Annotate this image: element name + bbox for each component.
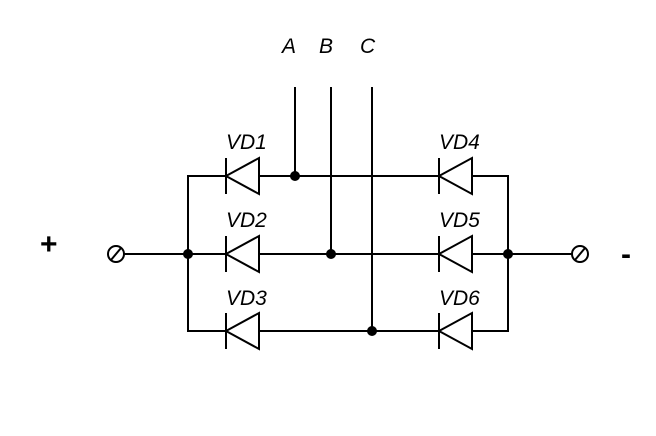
phase-c-label: C [360,35,376,58]
diode-vd3 [223,311,260,351]
phase-b-label: B [319,35,333,58]
negative-sign: - [621,238,631,271]
phase-a-label: A [280,35,296,58]
vd2-label: VD2 [226,209,267,232]
junction-node-c [367,326,377,336]
diode-vd2 [223,234,260,274]
diode-vd5 [436,234,473,274]
vd1-label: VD1 [226,131,267,154]
positive-terminal [107,245,125,263]
vd3-label: VD3 [226,287,267,310]
junction-node-left [183,249,193,259]
vd6-label: VD6 [439,287,480,310]
positive-sign: + [40,228,58,261]
diode-vd1 [223,156,260,196]
junction-node-a [290,171,300,181]
vd5-label: VD5 [439,209,480,232]
junction-node-b [326,249,336,259]
negative-terminal [571,245,589,263]
diode-vd6 [436,311,473,351]
vd4-label: VD4 [439,131,480,154]
junction-node-right [503,249,513,259]
diode-vd4 [436,156,473,196]
